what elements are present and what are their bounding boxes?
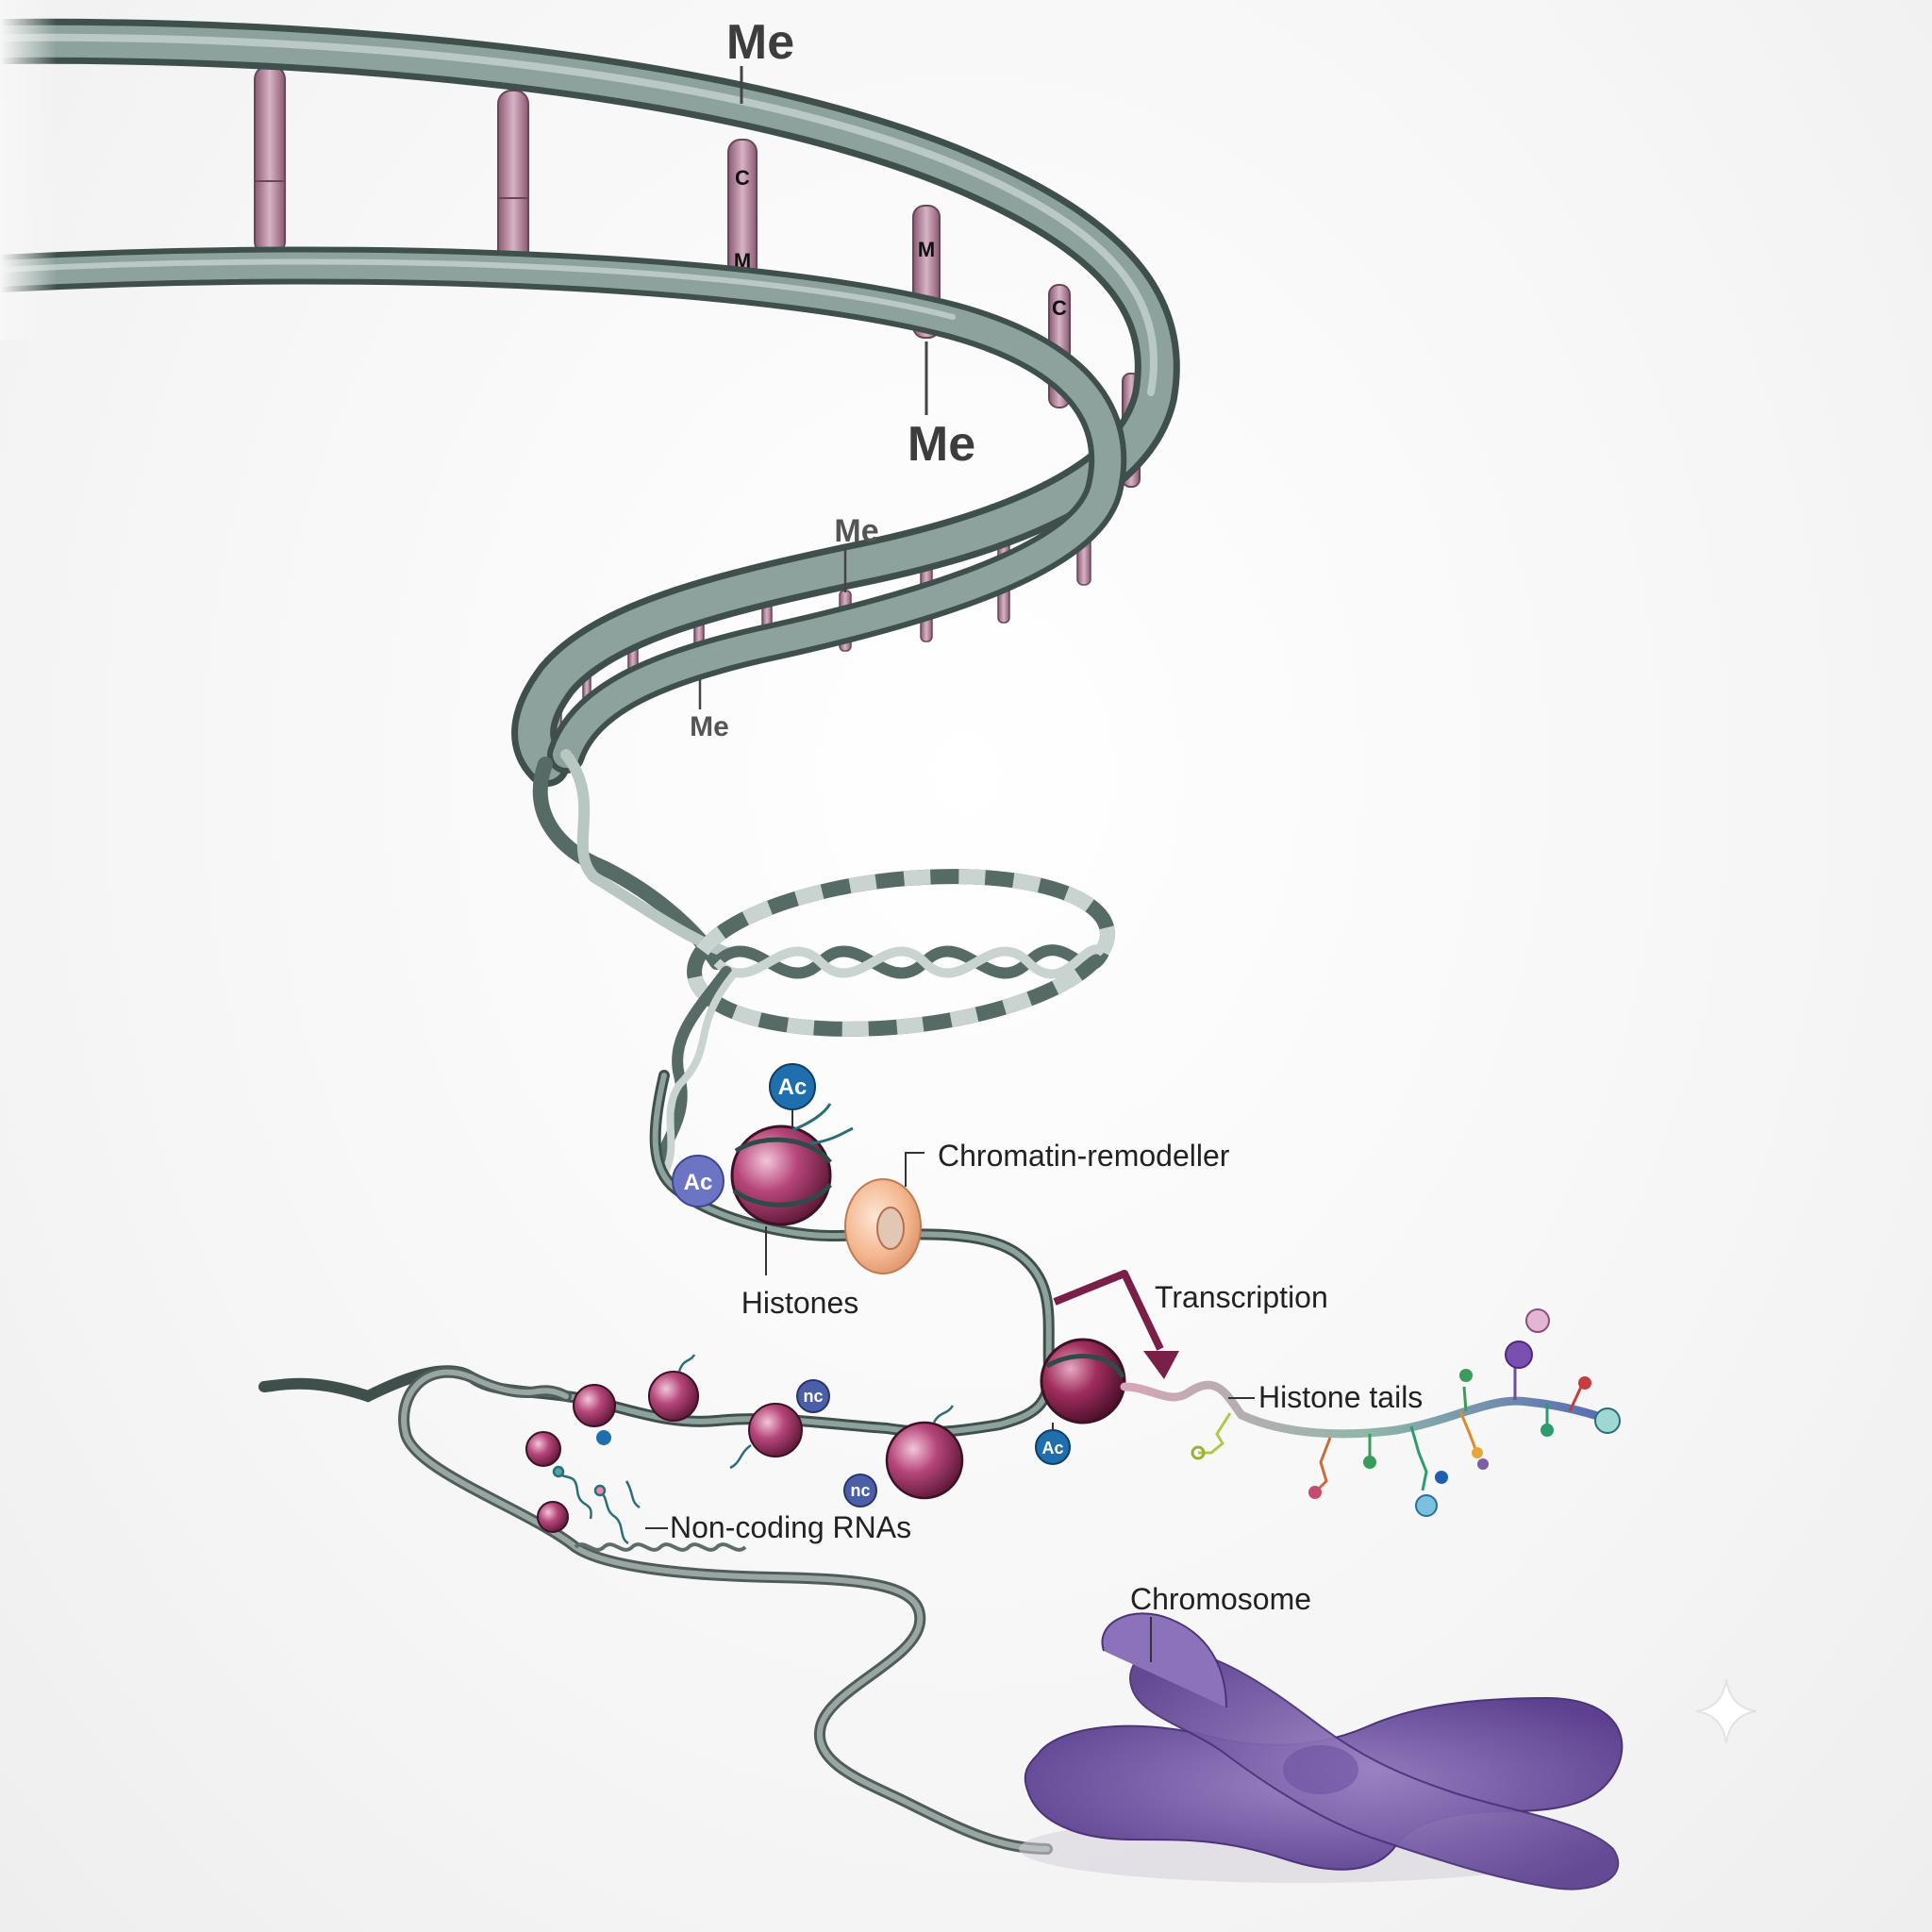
noncoding-badge: nc — [796, 1379, 830, 1413]
callout-chromosome: Chromosome — [1130, 1582, 1311, 1662]
svg-text:Transcription: Transcription — [1155, 1280, 1328, 1314]
histone-core — [537, 1501, 569, 1533]
svg-text:Histones: Histones — [741, 1286, 859, 1320]
svg-text:nc: nc — [803, 1387, 823, 1406]
acetyl-badge: Ac — [1035, 1423, 1071, 1465]
base-pair-rung — [497, 90, 529, 267]
callout-chromatin-remodeller: Chromatin-remodeller — [905, 1139, 1230, 1187]
histone-tail — [1120, 1308, 1621, 1517]
chromosome — [1019, 1612, 1624, 1890]
svg-text:Ac: Ac — [1041, 1439, 1063, 1457]
callout-transcription: Transcription — [1155, 1280, 1328, 1314]
acetyl-badge: Ac — [672, 1155, 724, 1208]
callout-noncoding-rnas: Non-coding RNAs — [645, 1510, 911, 1544]
base-pair-rung — [254, 65, 286, 256]
dna-ladder: C M M C C Me Me Me Me — [0, 0, 1180, 787]
histones — [525, 1103, 1126, 1533]
rung-letter-m: M — [918, 238, 935, 261]
svg-text:Ac: Ac — [684, 1170, 713, 1195]
methyl-label-lower-strand: Me — [690, 711, 729, 742]
svg-text:Non-coding RNAs: Non-coding RNAs — [670, 1510, 911, 1544]
noncoding-rna-strands — [552, 1465, 641, 1545]
histone-core — [648, 1354, 699, 1422]
rung-letter-c: C — [1052, 296, 1067, 320]
callout-histones: Histones — [741, 1226, 859, 1320]
svg-text:Histone tails: Histone tails — [1258, 1380, 1423, 1414]
svg-text:nc: nc — [850, 1481, 870, 1500]
acetyl-badge: Ac — [769, 1063, 816, 1128]
svg-text:Chromosome: Chromosome — [1130, 1582, 1311, 1616]
histone-core — [1040, 1338, 1126, 1424]
histone-core — [525, 1431, 561, 1467]
svg-text:Ac: Ac — [778, 1074, 808, 1100]
histone-core — [885, 1405, 964, 1500]
base-pair-rungs — [254, 65, 1141, 731]
methyl-label-mid: Me — [908, 417, 975, 472]
rung-letter-c: C — [735, 166, 750, 190]
methyl-label-top: Me — [726, 15, 794, 70]
histone-core — [730, 1103, 854, 1226]
callout-histone-tails: Histone tails — [1228, 1380, 1423, 1414]
histone-core — [729, 1403, 803, 1470]
transcription-arrow — [1053, 1270, 1179, 1379]
dna-double-helix — [532, 749, 1115, 1174]
histone-core — [573, 1384, 616, 1427]
methyl-label-upper-strand: Me — [834, 513, 878, 549]
noncoding-badge: nc — [843, 1474, 877, 1507]
svg-text:Chromatin-remodeller: Chromatin-remodeller — [938, 1139, 1230, 1173]
chromatin-remodeller — [844, 1178, 922, 1274]
sparkle-icon — [1695, 1678, 1757, 1744]
